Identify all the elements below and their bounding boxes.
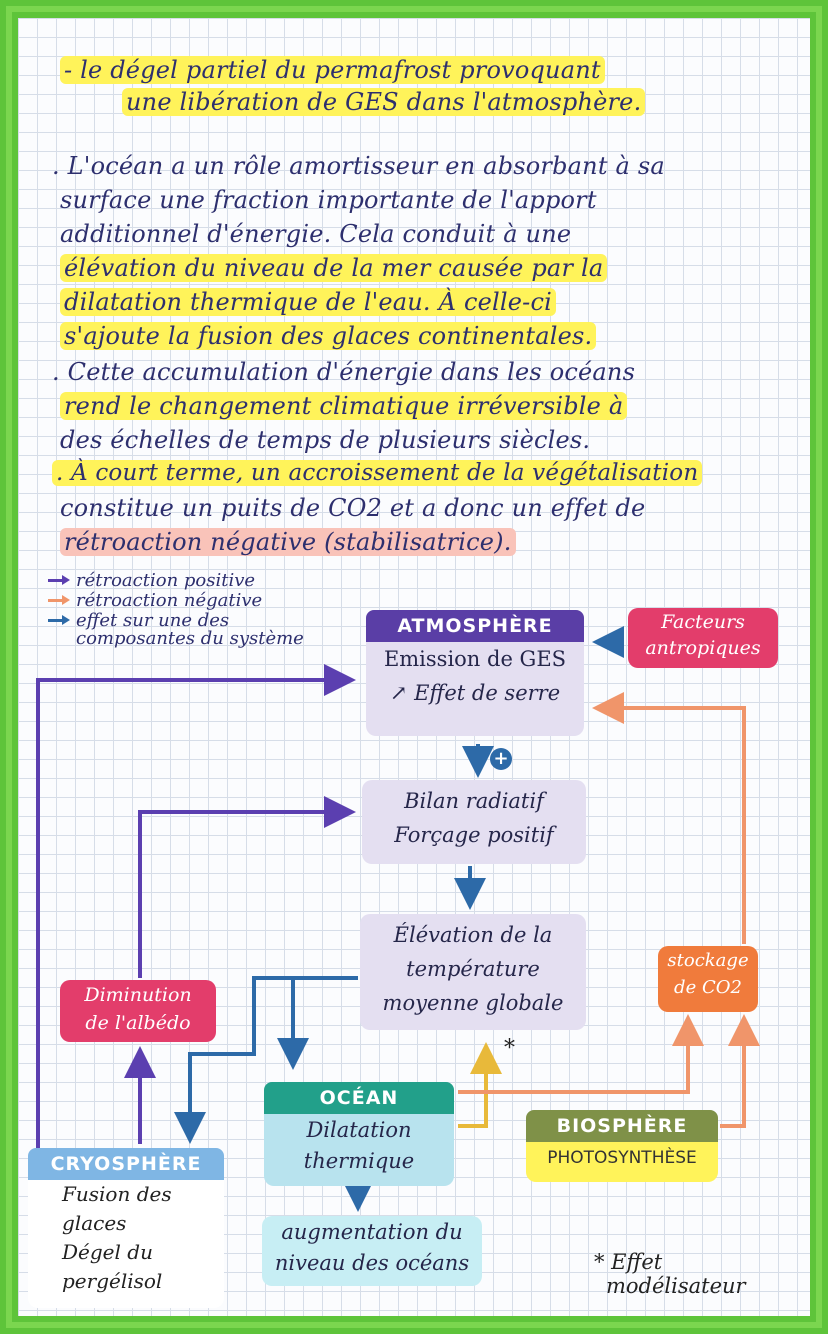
text-line-11: des échelles de temps de plusieurs siècl… [60, 426, 591, 454]
text-line-4: surface une fraction importante de l'app… [60, 186, 597, 214]
cryo-line-4: pergélisol [62, 1269, 163, 1293]
niveau-line-2: niveau des océans [274, 1251, 470, 1275]
purple-arrow-icon [48, 575, 70, 585]
cryo-line-3: Dégel du [62, 1240, 153, 1264]
albedo-box: Diminution de l'albédo [60, 980, 216, 1042]
diagram-legend: rétroaction positive rétroaction négativ… [48, 570, 304, 649]
biosphere-box: BIOSPHÈRE PHOTOSYNTHÈSE [526, 1110, 718, 1182]
text-line-8: s'ajoute la fusion des glaces continenta… [60, 322, 597, 350]
facteurs-line-2: antropiques [645, 637, 761, 659]
atmosphere-line-2: ↗ Effet de serre [389, 681, 561, 705]
diagram-arrows [36, 626, 760, 1212]
ocean-line-1: Dilatation [306, 1118, 412, 1142]
stockage-line-2: de CO2 [674, 977, 742, 998]
ocean-line-2: thermique [303, 1149, 415, 1173]
text-line-5: additionnel d'énergie. Cela conduit à un… [60, 220, 572, 248]
cryosphere-box: CRYOSPHÈRE Fusion des glaces Dégel du pe… [28, 1148, 224, 1308]
text-line-1: - le dégel partiel du permafrost provoqu… [60, 56, 605, 84]
text-line-2: une libération de GES dans l'atmosphère. [122, 88, 646, 116]
stockage-line-1: stockage [667, 950, 749, 971]
text-line-7: dilatation thermique de l'eau. À celle-c… [60, 288, 556, 316]
legend-effect-label-2: composantes du système [76, 628, 304, 649]
biosphere-title: BIOSPHÈRE [526, 1110, 718, 1142]
cryo-line-1: Fusion des [62, 1182, 172, 1206]
elevation-line-3: moyenne globale [382, 991, 564, 1015]
atmosphere-title: ATMOSPHÈRE [366, 610, 584, 642]
legend-effect: effet sur une des [48, 610, 304, 630]
legend-effect-label-1: effet sur une des [76, 609, 230, 631]
atmosphere-box: ATMOSPHÈRE Emission de GES ↗ Effet de se… [366, 610, 584, 736]
text-line-14: rétroaction négative (stabilisatrice). [60, 528, 516, 556]
ocean-title: OCÉAN [264, 1082, 454, 1114]
text-line-12: . À court terme, un accroissement de la … [52, 460, 703, 486]
bilan-line-2: Forçage positif [394, 823, 554, 847]
legend-positive: rétroaction positive [48, 570, 304, 590]
note-line-2: modélisateur [606, 1274, 746, 1298]
text-line-3: . L'océan a un rôle amortisseur en absor… [52, 152, 665, 180]
elevation-line-1: Élévation de la [393, 923, 553, 947]
text-line-6: élévation du niveau de la mer causée par… [60, 254, 608, 282]
albedo-line-1: Diminution [84, 984, 192, 1006]
niveau-box: augmentation du niveau des océans [262, 1216, 482, 1286]
cryo-line-2: glaces [62, 1211, 127, 1235]
text-line-13: constitue un puits de CO2 et a donc un e… [60, 494, 646, 522]
albedo-line-2: de l'albédo [85, 1012, 191, 1034]
biosphere-body: PHOTOSYNTHÈSE [547, 1148, 697, 1168]
facteurs-line-1: Facteurs [661, 611, 745, 633]
note-line-1: * Effet [594, 1250, 663, 1274]
ocean-box: OCÉAN Dilatation thermique [264, 1082, 454, 1186]
bilan-box: Bilan radiatif Forçage positif [362, 780, 586, 864]
notebook-page: - le dégel partiel du permafrost provoqu… [18, 18, 810, 1316]
cryosphere-title: CRYOSPHÈRE [28, 1148, 224, 1180]
bilan-line-1: Bilan radiatif [404, 789, 544, 813]
star-mark: * [504, 1036, 515, 1061]
elevation-box: Élévation de la température moyenne glob… [360, 914, 586, 1030]
atmosphere-line-1: Emission de GES [383, 647, 567, 671]
legend-negative-label: rétroaction négative [76, 589, 263, 611]
facteurs-box: Facteurs antropiques [628, 608, 778, 668]
elevation-line-2: température [406, 957, 540, 981]
text-line-10: rend le changement climatique irréversib… [60, 392, 628, 420]
plus-circle-icon: + [490, 748, 512, 770]
stockage-box: stockage de CO2 [658, 946, 758, 1012]
legend-negative: rétroaction négative [48, 590, 304, 610]
orange-arrow-icon [48, 595, 70, 605]
blue-arrow-icon [48, 615, 70, 625]
text-line-9: . Cette accumulation d'énergie dans les … [52, 358, 636, 386]
note-effet: * Effet modélisateur [594, 1250, 746, 1298]
niveau-line-1: augmentation du [281, 1220, 463, 1244]
legend-positive-label: rétroaction positive [76, 569, 256, 591]
